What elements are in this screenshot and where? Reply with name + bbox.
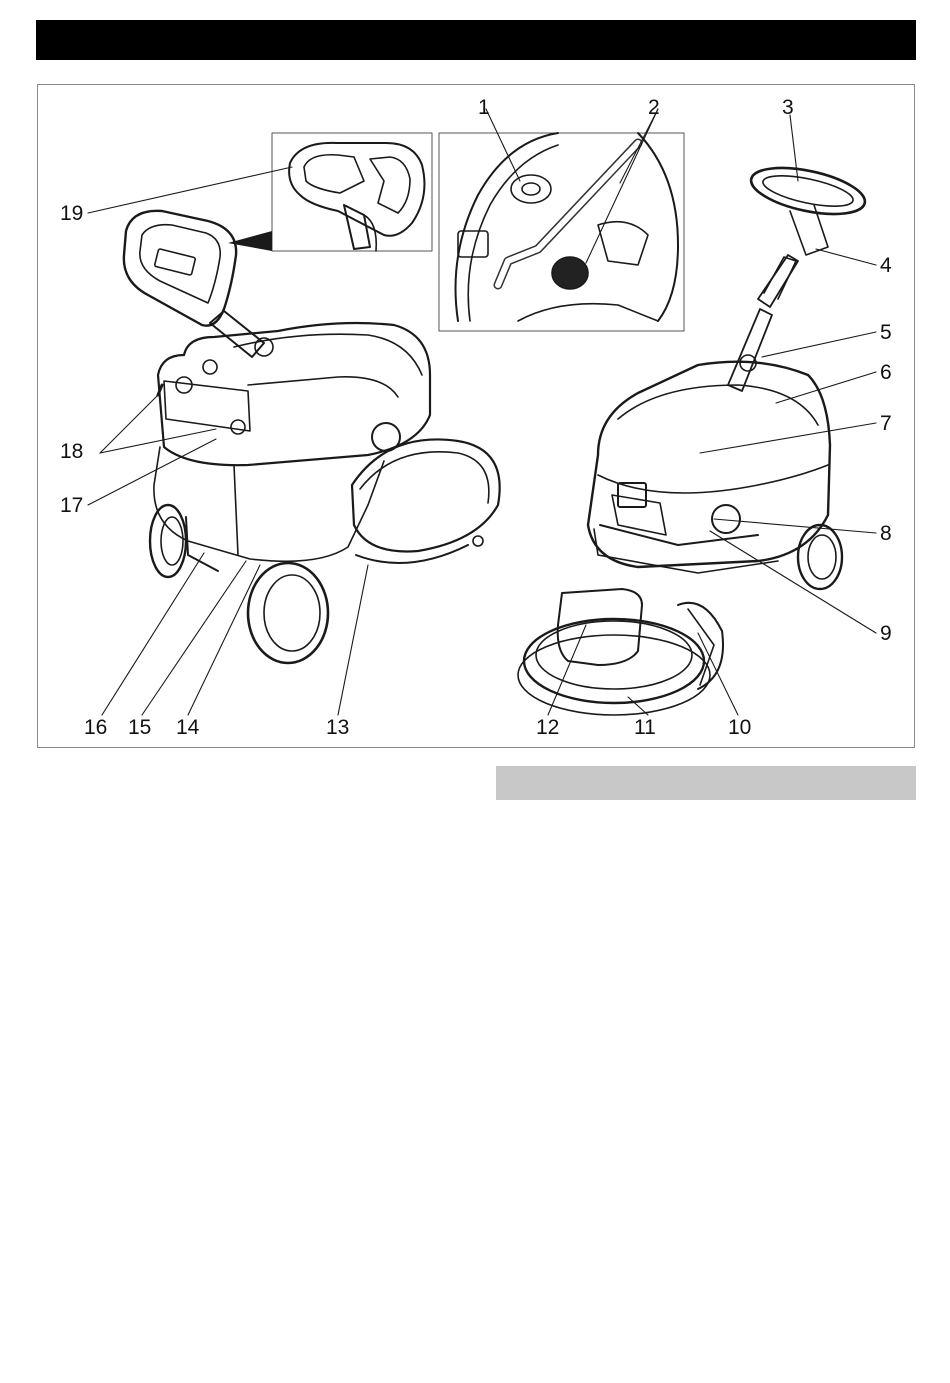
callout-5: 5	[880, 322, 892, 343]
callout-10: 10	[728, 717, 751, 738]
leader-lines	[88, 109, 876, 715]
header-bar	[36, 20, 916, 60]
top-view-inset	[439, 133, 684, 331]
machine-front-view	[518, 159, 869, 715]
line-drawing	[38, 85, 916, 749]
callout-18: 18	[60, 441, 83, 462]
callout-15: 15	[128, 717, 151, 738]
callout-17: 17	[60, 495, 83, 516]
callout-13: 13	[326, 717, 349, 738]
callout-4: 4	[880, 255, 892, 276]
callout-9: 9	[880, 623, 892, 644]
section-heading-bar	[496, 766, 916, 800]
callout-19: 19	[60, 203, 83, 224]
callout-16: 16	[84, 717, 107, 738]
callout-11: 11	[634, 717, 656, 738]
callout-6: 6	[880, 362, 892, 383]
callout-1: 1	[478, 97, 490, 118]
callout-14: 14	[176, 717, 199, 738]
callout-2: 2	[648, 97, 660, 118]
callout-8: 8	[880, 523, 892, 544]
callout-7: 7	[880, 413, 892, 434]
callout-12: 12	[536, 717, 559, 738]
machine-overview-figure: 1 2 3 4 5 6 7 8 9 10 11 12 13 14 15 16 1…	[37, 84, 915, 748]
handle-detail-inset	[272, 133, 432, 251]
callout-3: 3	[782, 97, 794, 118]
